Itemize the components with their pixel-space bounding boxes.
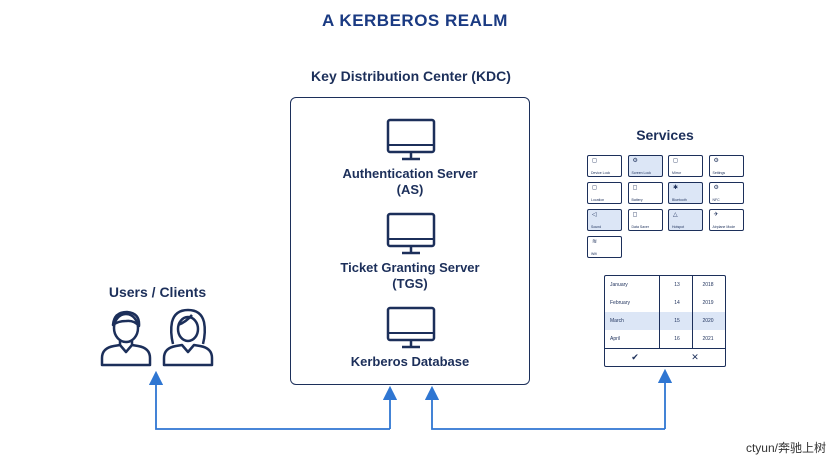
service-tile-label: Location: [591, 198, 605, 202]
service-tile[interactable]: ⚙ NFC: [708, 182, 744, 204]
ticket-granting-server-label: Ticket Granting Server (TGS): [340, 260, 480, 291]
picker-day: 16: [674, 336, 680, 342]
monitor-icon: [386, 212, 436, 255]
service-tile[interactable]: ⚙ Screen Lock: [627, 155, 663, 177]
service-tile[interactable]: ◻ Data Saver: [627, 209, 663, 231]
service-tile-icon: ✈: [713, 212, 719, 218]
monitor-icon: [386, 306, 436, 349]
service-tile-label: Settings: [712, 171, 726, 175]
service-tile-icon: ◻: [632, 185, 638, 191]
picker-month: March: [610, 318, 624, 324]
service-tile-label: Wifi: [591, 252, 597, 256]
picker-day: 14: [674, 300, 680, 306]
arrow-to-kdc-from-services: [424, 385, 665, 430]
service-tile[interactable]: ≋ Wifi: [587, 236, 622, 258]
picker-row[interactable]: March 15 2020: [605, 312, 725, 330]
service-tile-icon: ≋: [592, 239, 598, 245]
service-tile-label: Sound: [591, 225, 602, 229]
picker-month: January: [610, 282, 628, 288]
authentication-server-label: Authentication Server (AS): [342, 166, 478, 197]
picker-day: 13: [674, 282, 680, 288]
picker-month: February: [610, 300, 631, 306]
service-tile[interactable]: ◁ Sound: [587, 209, 622, 231]
kdc-box: [290, 97, 530, 385]
picker-year: 2021: [702, 336, 714, 342]
service-tile-icon: ◻: [632, 212, 638, 218]
picker-row[interactable]: February 14 2019: [605, 294, 725, 312]
service-tile-label: Screen Lock: [631, 171, 651, 175]
service-tile[interactable]: ✈ Airplane Mode: [708, 209, 744, 231]
service-tile[interactable]: ✱ Bluetooth: [668, 182, 703, 204]
picker-year: 2018: [702, 282, 714, 288]
arrow-to-users: [148, 370, 390, 430]
service-tile-icon: ◻: [592, 158, 597, 164]
service-tile-label: Airplane Mode: [712, 225, 736, 229]
service-tile-icon: ◻: [673, 158, 678, 164]
service-tile[interactable]: ◻ Mirror: [668, 155, 703, 177]
service-tile-icon: △: [673, 212, 678, 218]
diagram-title: A KERBEROS REALM: [322, 11, 508, 30]
service-tile-label: Hotspot: [672, 225, 685, 229]
column-divider: [692, 276, 693, 348]
service-tile[interactable]: △ Hotspot: [668, 209, 703, 231]
picker-day: 15: [674, 318, 680, 324]
service-tile-icon: ✱: [673, 185, 679, 191]
row-divider: [605, 348, 725, 349]
kdc-label: Key Distribution Center (KDC): [311, 68, 511, 84]
column-divider: [659, 276, 660, 348]
picker-month: April: [610, 336, 621, 342]
service-tile-icon: ⚙: [632, 158, 638, 164]
male-user-icon: [100, 310, 152, 367]
service-tile-label: NFC: [712, 198, 720, 202]
users-clients-label: Users / Clients: [108, 284, 207, 300]
picker-row[interactable]: April 16 2021: [605, 330, 725, 348]
picker-year: 2019: [702, 300, 714, 306]
cancel-icon[interactable]: ✕: [691, 352, 699, 362]
service-tile-icon: ⚙: [713, 185, 719, 191]
service-tile-icon: ◁: [592, 212, 597, 218]
service-tile-label: Device Lock: [591, 171, 611, 175]
service-tile-label: Data Saver: [631, 225, 650, 229]
service-tile-icon: ⚙: [713, 158, 719, 164]
picker-row[interactable]: January 13 2018: [605, 276, 725, 294]
service-tile-label: Battery: [631, 198, 643, 202]
service-tile-icon: ◻: [592, 185, 597, 191]
service-tile[interactable]: ◻ Device Lock: [587, 155, 622, 177]
service-tile[interactable]: ◻ Battery: [627, 182, 663, 204]
service-tile-label: Bluetooth: [672, 198, 687, 202]
service-tile-label: Mirror: [672, 171, 682, 175]
service-tile[interactable]: ◻ Location: [587, 182, 622, 204]
female-user-icon: [162, 308, 214, 367]
services-label: Services: [636, 127, 694, 143]
watermark: ctyun/奔驰上树: [745, 441, 826, 455]
kerberos-database-label: Kerberos Database: [350, 354, 470, 369]
service-tile[interactable]: ⚙ Settings: [708, 155, 744, 177]
picker-year: 2020: [702, 318, 714, 324]
confirm-icon[interactable]: ✔: [631, 352, 639, 362]
monitor-icon: [386, 118, 436, 161]
